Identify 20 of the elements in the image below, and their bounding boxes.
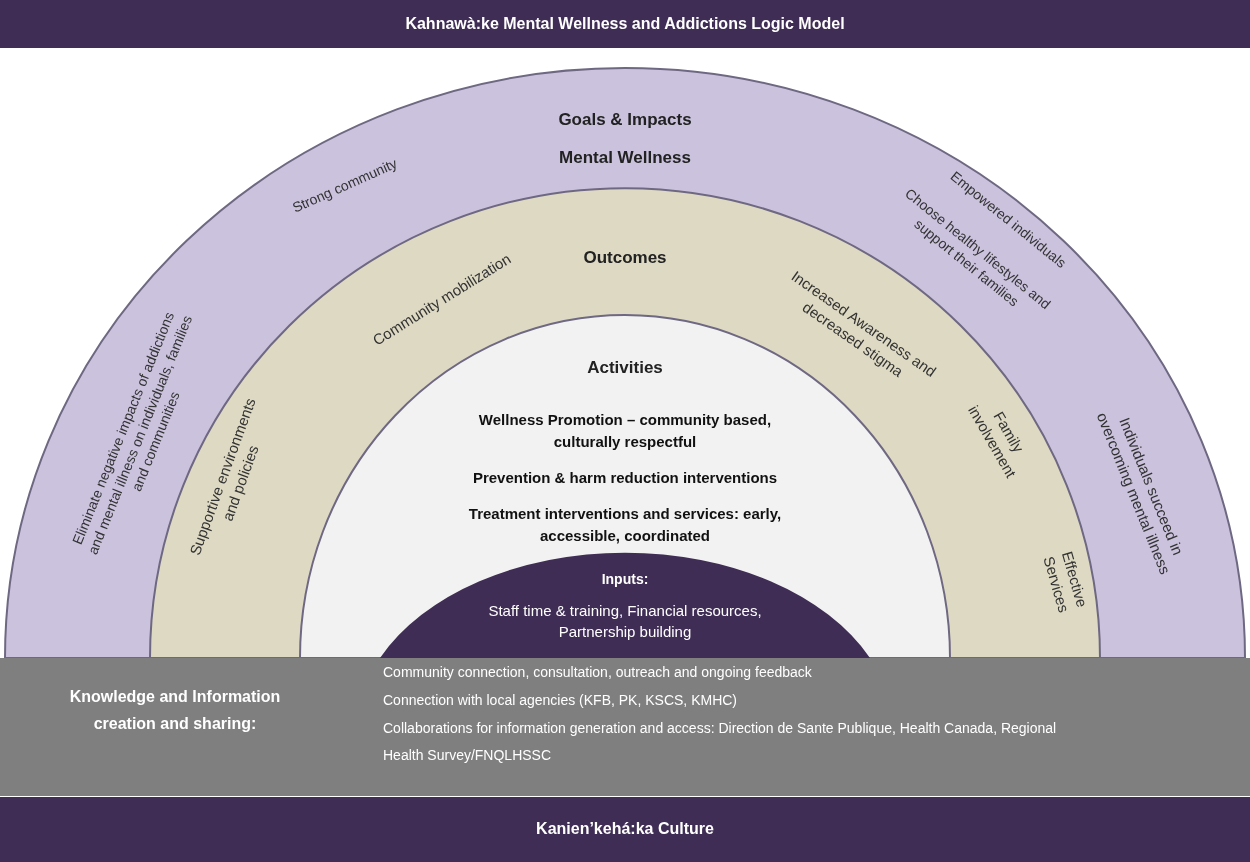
band-title: Kanien’kehá:ka Culture — [535, 819, 715, 839]
band-text: Community connection, consultation, outreach and ongoing feedback — [383, 663, 812, 682]
ring-label: Effective Services — [1039, 548, 1092, 617]
ring-heading: Activities — [586, 357, 664, 379]
culture-band — [0, 797, 1250, 862]
inputs-heading: Inputs: — [600, 571, 650, 589]
activity-text: Treatment interventions and services: early, accessible, coordinated — [467, 504, 783, 546]
ring-heading: Mental Wellness — [558, 147, 692, 169]
band-text: Collaborations for information generation and access: Direction de Sante Publique, Health Canada, Regional Health Survey/FNQLHSSC — [383, 719, 1058, 766]
inputs-text: Staff time & training, Financial resources, Partnership building — [487, 601, 763, 642]
ring-heading: Outcomes — [582, 247, 668, 269]
activity-text: Prevention & harm reduction interventions — [471, 468, 779, 489]
ring-heading: Goals & Impacts — [557, 109, 693, 131]
band-text: Connection with local agencies (KFB, PK, KSCS, KMHC) — [383, 691, 738, 710]
goals-ring — [5, 68, 1245, 658]
diagram-title: Kahnawà:ke Mental Wellness and Addictions Logic Model — [405, 15, 845, 33]
inputs-cap — [380, 553, 870, 658]
band-heading: Knowledge and Information creation and sharing: — [68, 686, 282, 734]
activity-text: Wellness Promotion – community based, culturally respectful — [477, 410, 773, 452]
knowledge-band — [0, 658, 1250, 796]
